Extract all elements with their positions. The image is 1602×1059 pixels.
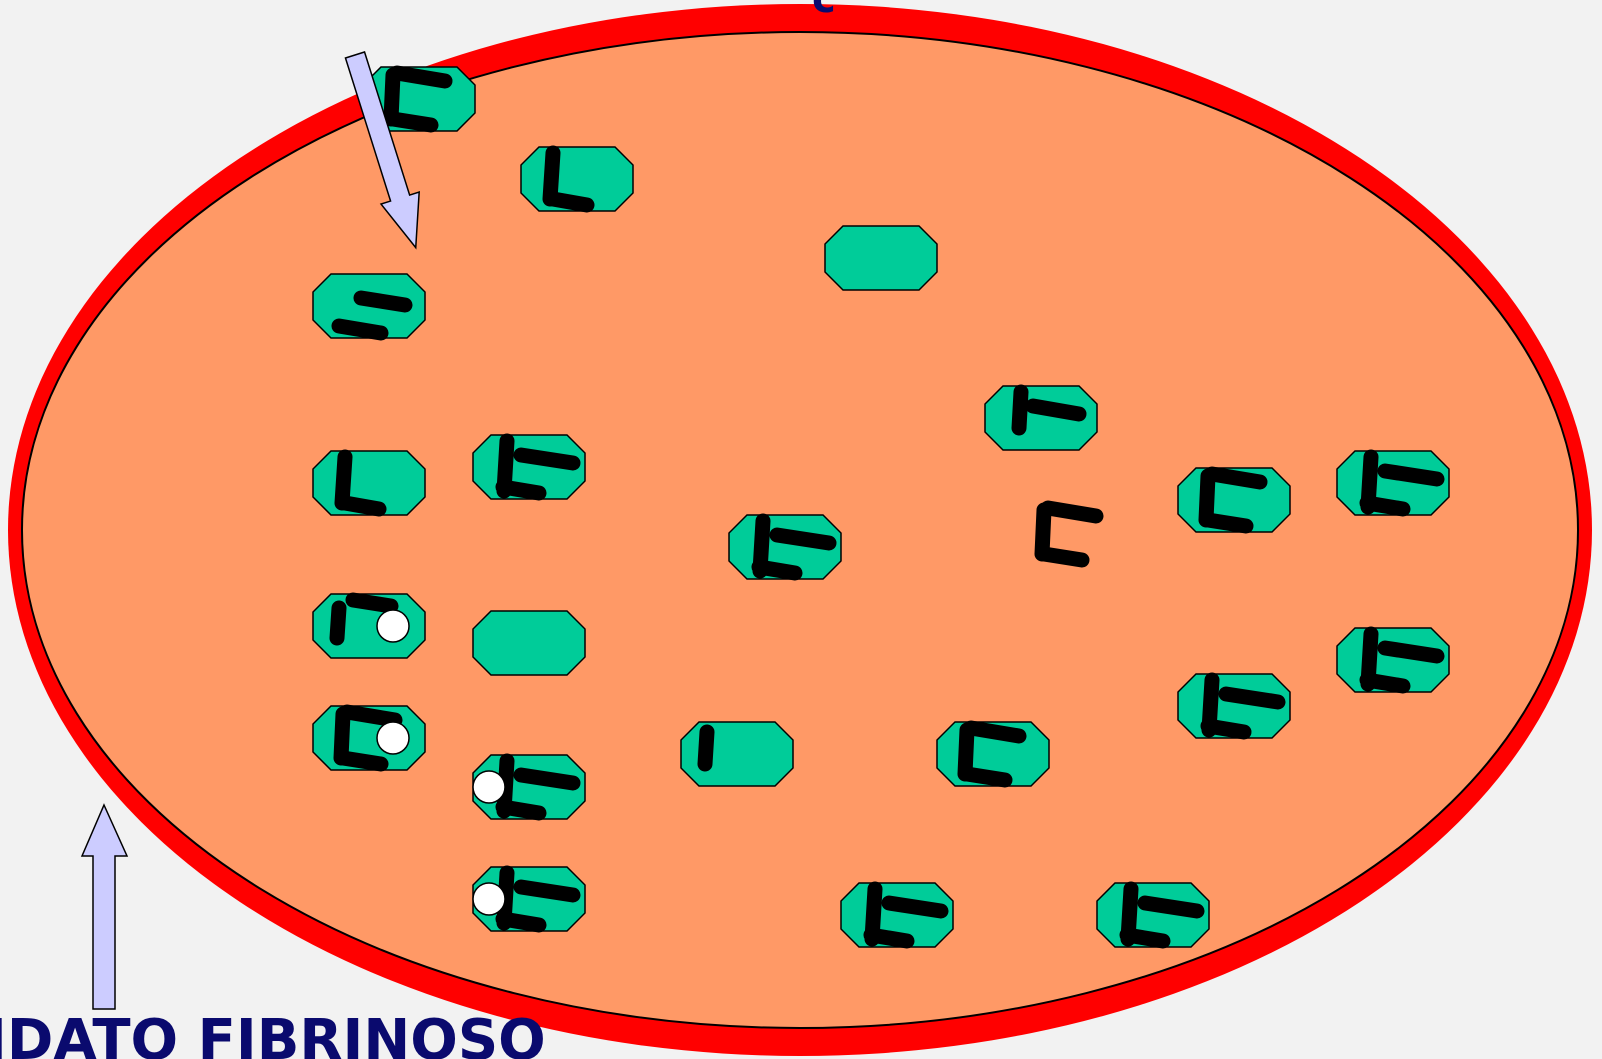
cell-c13-dot — [377, 722, 409, 754]
cell-c18-fibrin-strand — [1385, 648, 1437, 656]
cell-c12 — [473, 611, 585, 675]
cell-c19-fibrin-strand — [521, 887, 573, 895]
bottom-caption: IDATO FIBRINOSO — [0, 1008, 546, 1059]
cell-c9-fibrin-strand — [1212, 474, 1260, 482]
cell-c5-fibrin-strand — [1033, 406, 1079, 414]
cell-c11-dot — [377, 610, 409, 642]
cell-c16-fibrin-strand — [967, 774, 1005, 780]
cell-c5-fibrin-strand — [1019, 392, 1021, 428]
cell-c15-fibrin-strand — [705, 732, 707, 764]
cell-c16-fibrin-strand — [971, 728, 1019, 736]
cell-c14-dot — [473, 771, 505, 803]
cell-c10-fibrin-strand — [1385, 471, 1437, 479]
cell-c18-fibrin-strand — [1367, 680, 1403, 686]
free-f1-fibrin-strand — [1044, 554, 1082, 560]
cell-c19-fibrin-strand — [503, 919, 539, 925]
cell-c7-fibrin-strand — [503, 487, 539, 493]
cell-c19-dot — [473, 883, 505, 915]
cell-c17-fibrin-strand — [1208, 726, 1244, 732]
cell-c4-fibrin-strand — [361, 298, 405, 305]
cell-c21-fibrin-strand — [1145, 903, 1197, 911]
cell-c7-fibrin-strand — [521, 455, 573, 463]
cell-c1-fibrin-strand — [397, 73, 445, 81]
cell-c21-fibrin-strand — [1127, 935, 1163, 941]
arrow-up-icon — [82, 805, 127, 1009]
cell-c11-fibrin-strand — [353, 600, 391, 606]
cell-c14-fibrin-strand — [521, 775, 573, 783]
free-f1-fibrin-strand — [1048, 508, 1096, 516]
cell-c3 — [825, 226, 937, 290]
top-caption: c — [812, 0, 836, 22]
cell-c10-fibrin-strand — [1367, 503, 1403, 509]
cell-c11-fibrin-strand — [337, 608, 339, 638]
cell-c9-fibrin-strand — [1208, 520, 1246, 526]
cell-c6-fibrin-strand — [345, 503, 379, 509]
cell-c13-fibrin-strand — [347, 712, 395, 720]
cell-c8-fibrin-strand — [777, 535, 829, 543]
cell-c20-fibrin-strand — [889, 903, 941, 911]
cell-c1-fibrin-strand — [393, 119, 431, 125]
cell-c4-fibrin-strand — [339, 326, 381, 333]
cell-c17-fibrin-strand — [1226, 694, 1278, 702]
cell-c14-fibrin-strand — [503, 807, 539, 813]
cell-c2-fibrin-strand — [553, 199, 587, 205]
cell-c15 — [681, 722, 793, 786]
cell-c20-fibrin-strand — [871, 935, 907, 941]
cell-c13-fibrin-strand — [343, 758, 381, 764]
cell-c8-fibrin-strand — [759, 567, 795, 573]
